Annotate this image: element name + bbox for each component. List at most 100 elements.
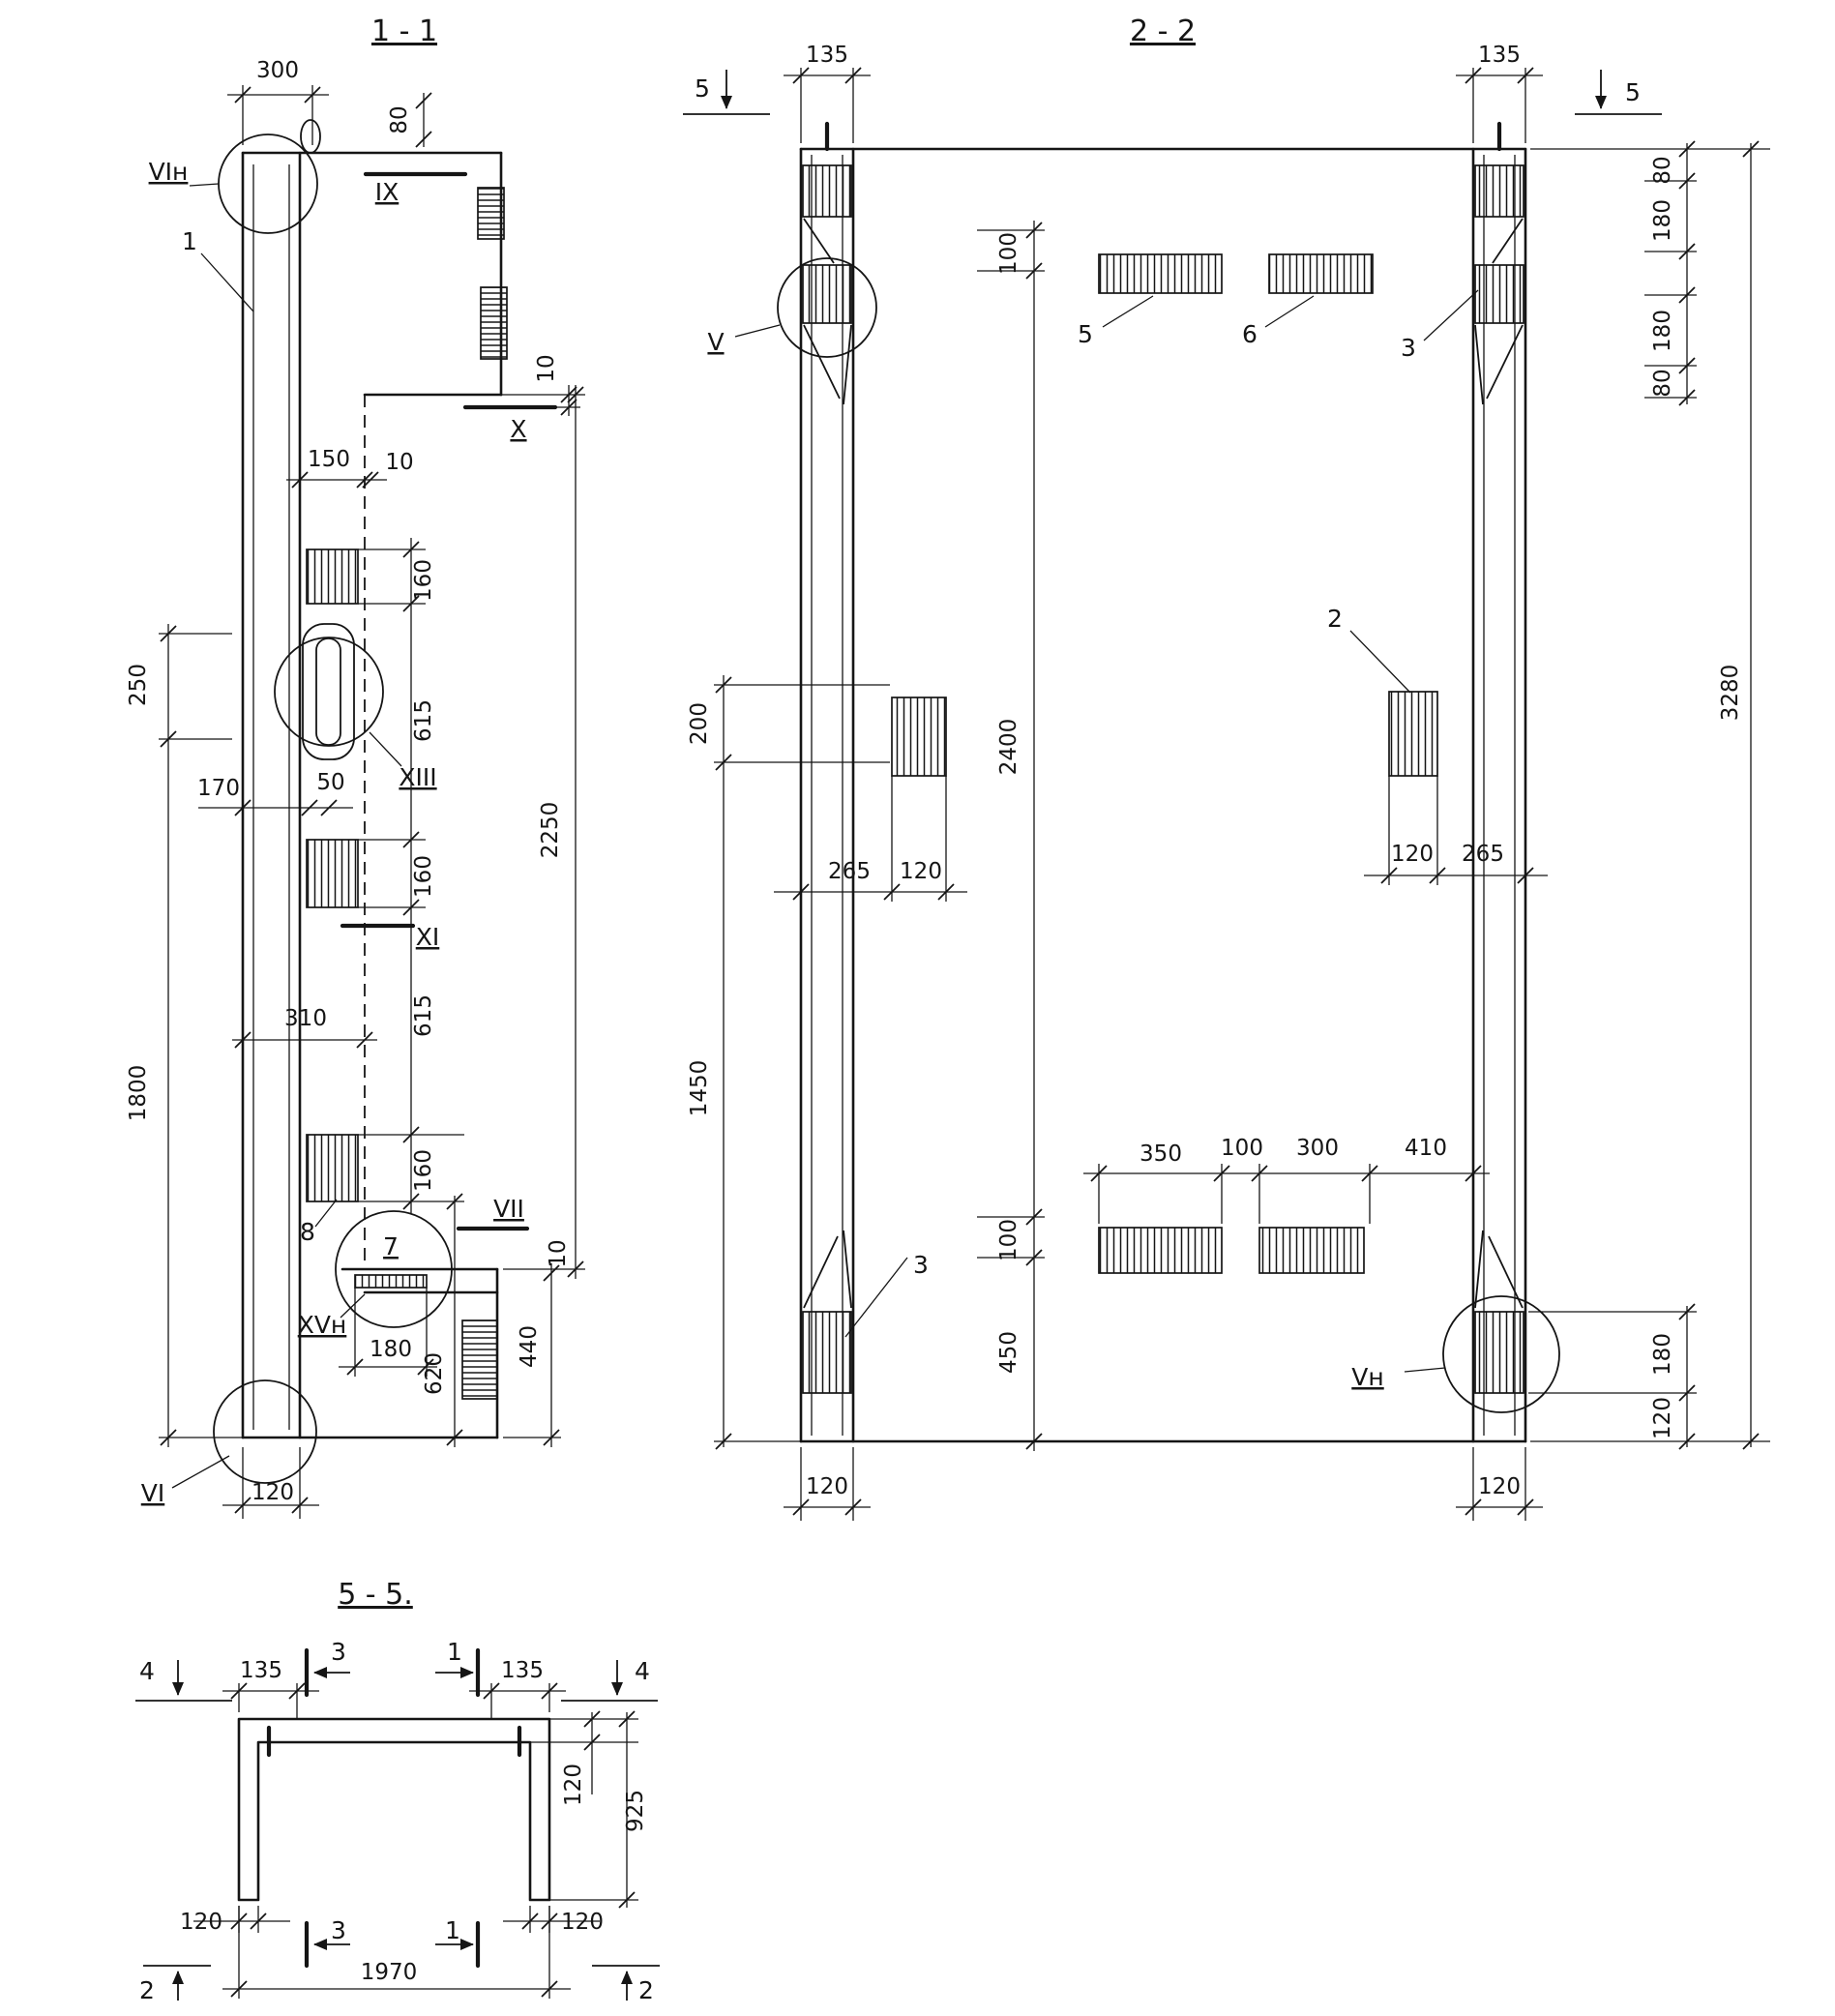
- left-column-plate-top: [802, 164, 852, 218]
- dim-410-label: 410: [1405, 1136, 1447, 1161]
- cut-mark-3-top-label: 3: [331, 1638, 346, 1666]
- dim-1450-label: 1450: [687, 1060, 712, 1117]
- mid-plate-left: [891, 697, 947, 777]
- cut-marks-1-1: [340, 171, 558, 1231]
- head-notch-plate: [480, 286, 508, 360]
- leader-xvn: [340, 1293, 366, 1319]
- dim-135-right-lines: [1456, 68, 1543, 143]
- leader-v: [734, 324, 781, 338]
- leaders-1-1: [171, 183, 402, 1489]
- section-2-2: 2 - 2 5 135 135 5 80 180 100 5 6 3 180 8…: [683, 15, 1770, 1521]
- section-mark-4-right: 4: [635, 1657, 650, 1685]
- item-label-3a: 3: [1401, 334, 1416, 362]
- head-notch-plate: [477, 187, 505, 240]
- left-column-plate-upper: [802, 264, 852, 324]
- callout-circle-7: [335, 1210, 453, 1328]
- slot-outer: [302, 623, 355, 760]
- dim-120-bottom-left: [784, 1447, 871, 1521]
- dim-310-label: 310: [284, 1006, 327, 1031]
- leaders-2-2: [734, 289, 1479, 1373]
- embedded-plate: [306, 1134, 359, 1202]
- dim-120c-label: 120: [1650, 1397, 1675, 1439]
- dim-350-label: 350: [1139, 1141, 1182, 1167]
- dim-120e-label: 120: [1478, 1474, 1521, 1499]
- callout-circle-vn: [1442, 1295, 1560, 1413]
- callout-circle-vi: [213, 1379, 317, 1484]
- section-1-1-title: 1 - 1: [371, 15, 437, 48]
- cut-label-xi: XI: [416, 923, 440, 951]
- dim-300-label: 300: [1296, 1136, 1339, 1161]
- left-column-inner-lines: [811, 155, 844, 1436]
- dim-80b-label: 80: [1650, 369, 1675, 397]
- callout-circle-vin: [218, 133, 318, 234]
- callout-circle-v: [777, 257, 877, 358]
- view-label-v: V: [707, 328, 724, 356]
- dim-925-lines: [549, 1712, 638, 1908]
- dim-2250-label: 2250: [538, 802, 563, 859]
- leader-xiii: [369, 731, 402, 767]
- cut-mark-1-bottom-label: 1: [445, 1916, 460, 1944]
- dim-10a-label: 10: [534, 354, 559, 382]
- dim-180c-label: 180: [1650, 1333, 1675, 1376]
- embedded-plate: [306, 839, 359, 908]
- item-label-1: 1: [182, 227, 197, 255]
- item-label-6: 6: [1242, 320, 1258, 348]
- cut-label-x: X: [510, 415, 526, 443]
- outline-2-2: [799, 121, 1527, 1443]
- section-5-5-title: 5 - 5.: [338, 1578, 413, 1612]
- right-top-chain: [1644, 143, 1697, 404]
- dim-300-label: 300: [256, 58, 299, 83]
- dim-160a-label: 160: [411, 559, 436, 602]
- dim-615a-label: 615: [411, 699, 436, 742]
- item-label-3b: 3: [913, 1251, 929, 1279]
- dim-120-leg-left-label: 120: [180, 1910, 222, 1935]
- dim-250-label: 250: [126, 664, 151, 706]
- dim-10c-label: 10: [546, 1239, 571, 1267]
- left-column-edges: [799, 147, 855, 1443]
- dim-100a-label: 100: [996, 232, 1021, 275]
- section-mark-4-left: 4: [139, 1657, 155, 1685]
- dim-50-label: 50: [316, 770, 344, 795]
- cut-label-ix: IX: [375, 178, 400, 206]
- lifting-loop: [300, 119, 321, 154]
- dim-3280-label: 3280: [1718, 665, 1743, 722]
- dim-80a-label: 80: [1650, 156, 1675, 184]
- dim-1970-lines: [222, 1906, 571, 1999]
- dim-440-label: 440: [517, 1325, 542, 1368]
- dim-135-left-lines: [784, 68, 871, 143]
- view-label-vin: VIн: [149, 158, 189, 186]
- lifting-hooks: [824, 121, 1502, 152]
- leader-3b: [844, 1257, 908, 1338]
- dim-160c-label: 160: [411, 1149, 436, 1192]
- right-column-edges: [1471, 147, 1527, 1443]
- callout-circle-xiii: [274, 637, 384, 747]
- left-column-plate-bottom: [802, 1311, 852, 1394]
- dim-3280-lines: [1530, 143, 1770, 1447]
- mid-plate-right: [1388, 691, 1438, 777]
- dimensions-5-5: [135, 1647, 660, 2001]
- dim-265b-label: 265: [1462, 842, 1504, 867]
- section-5-5: 5 - 5. 4 135 3 1 135 4 120 925 120 3 1 1…: [135, 1578, 660, 2004]
- labels-1-1: 1 - 1 300 80 VIн IX 1 10 X 150 10 160 25…: [126, 15, 571, 1507]
- leader-vin: [189, 183, 220, 187]
- dim-100b-label: 100: [1221, 1136, 1263, 1161]
- dim-120-bottom-right: [1456, 1447, 1543, 1521]
- outline-1-1: [241, 119, 503, 1439]
- right-top-taper-lines: [1474, 218, 1524, 405]
- detail-label-7: 7: [383, 1232, 399, 1260]
- right-bottom-taper-lines: [1474, 1230, 1524, 1309]
- section-mark-5-left: 5: [695, 74, 710, 103]
- dim-180a-label: 180: [1650, 199, 1675, 242]
- detail-callouts-2-2: [777, 257, 1560, 1413]
- view-label-vn: Vн: [1351, 1363, 1383, 1391]
- right-column-plate-top: [1474, 164, 1524, 218]
- view-label-xvn: XVн: [298, 1311, 347, 1339]
- item-label-5: 5: [1078, 320, 1093, 348]
- channel-outline: [237, 1717, 551, 1902]
- section-2-2-title: 2 - 2: [1130, 15, 1196, 48]
- left-bottom-taper-lines: [803, 1230, 852, 1309]
- dim-925-label: 925: [623, 1790, 648, 1832]
- leader-vn: [1404, 1367, 1446, 1373]
- top-plate-6: [1268, 253, 1374, 294]
